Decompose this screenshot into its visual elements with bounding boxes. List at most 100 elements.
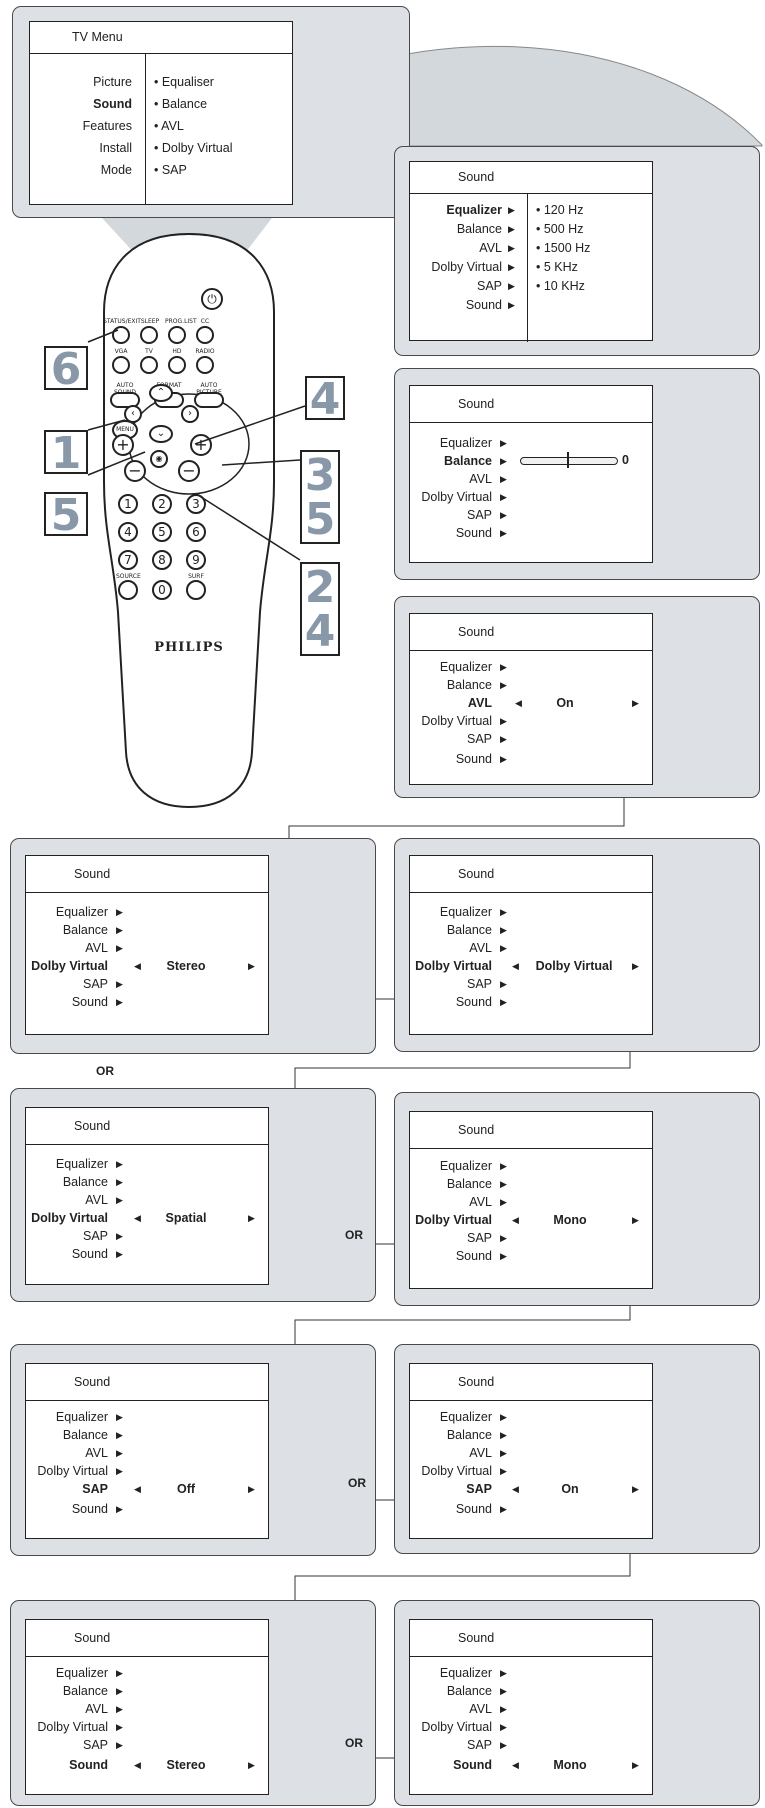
menu-item-sound[interactable]: Sound: [453, 1758, 492, 1772]
menu-item-balance[interactable]: Balance: [62, 1175, 108, 1189]
eq-band-120hz[interactable]: • 120 Hz: [536, 203, 584, 217]
left-arrow-icon[interactable]: ◀: [512, 1215, 519, 1225]
menu-item-avl[interactable]: AVL: [85, 1446, 108, 1460]
menu-item-equalizer[interactable]: Equalizer: [439, 436, 492, 450]
eq-band-500hz[interactable]: • 500 Hz: [536, 222, 584, 236]
digit-1-button[interactable]: 1: [118, 494, 138, 514]
menu-item-equalizer[interactable]: Equalizer: [439, 1159, 492, 1173]
menu-item-dolby-virtual[interactable]: Dolby Virtual: [415, 1213, 492, 1227]
menu-item-dolby-virtual[interactable]: Dolby Virtual: [31, 1211, 108, 1225]
menu-item-equalizer[interactable]: Equalizer: [439, 1666, 492, 1680]
menu-item-sound[interactable]: Sound: [69, 1758, 108, 1772]
right-arrow-icon[interactable]: ▶: [632, 1484, 639, 1494]
right-arrow-icon[interactable]: ▶: [632, 698, 639, 708]
hd-button[interactable]: [168, 356, 186, 374]
menu-item-sap[interactable]: SAP: [82, 1229, 108, 1243]
menu-item-sap[interactable]: SAP: [466, 1738, 492, 1752]
menu-item-dolby-virtual[interactable]: Dolby Virtual: [421, 1720, 492, 1734]
volume-up-button[interactable]: +: [112, 434, 134, 456]
menu-item-mode[interactable]: Mode: [100, 163, 132, 177]
power-button[interactable]: ⏻: [201, 288, 223, 310]
menu-item-equalizer[interactable]: Equalizer: [55, 1410, 108, 1424]
menu-item-sound[interactable]: Sound: [455, 752, 492, 766]
radio-button[interactable]: [196, 356, 214, 374]
menu-item-balance[interactable]: Balance: [62, 1428, 108, 1442]
right-arrow-icon[interactable]: ▶: [632, 961, 639, 971]
menu-item-balance[interactable]: Balance: [446, 678, 492, 692]
menu-item-avl[interactable]: AVL: [85, 1702, 108, 1716]
menu-item-sound[interactable]: Sound: [455, 995, 492, 1009]
menu-item-features[interactable]: Features: [82, 119, 132, 133]
left-arrow-icon[interactable]: ◀: [134, 1760, 141, 1770]
menu-item-sap[interactable]: SAP: [466, 1482, 492, 1496]
menu-item-balance[interactable]: Balance: [456, 222, 502, 236]
cc-button[interactable]: [196, 326, 214, 344]
sleep-button[interactable]: [140, 326, 158, 344]
digit-8-button[interactable]: 8: [152, 550, 172, 570]
menu-item-balance[interactable]: Balance: [444, 454, 492, 468]
menu-item-balance[interactable]: Balance: [446, 923, 492, 937]
menu-item-sap[interactable]: SAP: [466, 977, 492, 991]
right-arrow-icon[interactable]: ▶: [248, 1484, 255, 1494]
menu-item-sap[interactable]: SAP: [476, 279, 502, 293]
left-arrow-icon[interactable]: ◀: [512, 961, 519, 971]
left-arrow-icon[interactable]: ◀: [512, 1760, 519, 1770]
menu-item-avl[interactable]: AVL: [469, 941, 492, 955]
source-button[interactable]: [118, 580, 138, 600]
menu-item-equalizer[interactable]: Equalizer: [439, 905, 492, 919]
menu-item-equalizer[interactable]: Equalizer: [446, 203, 502, 217]
menu-item-dolby-virtual[interactable]: Dolby Virtual: [37, 1464, 108, 1478]
menu-item-sound[interactable]: Sound: [71, 1247, 108, 1261]
menu-item-balance[interactable]: Balance: [446, 1428, 492, 1442]
menu-item-sound[interactable]: Sound: [465, 298, 502, 312]
nav-left-button[interactable]: ‹: [124, 405, 142, 423]
menu-item-balance[interactable]: Balance: [446, 1684, 492, 1698]
menu-item-balance[interactable]: Balance: [62, 923, 108, 937]
menu-item-picture[interactable]: Picture: [93, 75, 132, 89]
nav-right-button[interactable]: ›: [181, 405, 199, 423]
menu-item-avl[interactable]: AVL: [469, 1195, 492, 1209]
digit-0-button[interactable]: 0: [152, 580, 172, 600]
menu-item-dolby-virtual[interactable]: Dolby Virtual: [31, 959, 108, 973]
menu-item-sound[interactable]: Sound: [71, 1502, 108, 1516]
digit-7-button[interactable]: 7: [118, 550, 138, 570]
menu-item-dolby-virtual[interactable]: Dolby Virtual: [421, 714, 492, 728]
menu-item-equalizer[interactable]: Equalizer: [439, 1410, 492, 1424]
menu-item-sound[interactable]: Sound: [93, 97, 132, 111]
digit-4-button[interactable]: 4: [118, 522, 138, 542]
digit-9-button[interactable]: 9: [186, 550, 206, 570]
menu-item-sound[interactable]: Sound: [71, 995, 108, 1009]
menu-item-dolby-virtual[interactable]: Dolby Virtual: [421, 1464, 492, 1478]
menu-item-sap[interactable]: SAP: [82, 1738, 108, 1752]
menu-item-sound[interactable]: Sound: [455, 1502, 492, 1516]
tv-button[interactable]: [140, 356, 158, 374]
menu-item-dolby-virtual[interactable]: Dolby Virtual: [415, 959, 492, 973]
vga-button[interactable]: [112, 356, 130, 374]
left-arrow-icon[interactable]: ◀: [515, 698, 522, 708]
auto-sound-button[interactable]: [110, 392, 140, 408]
menu-item-avl[interactable]: AVL: [467, 696, 492, 710]
auto-picture-button[interactable]: [194, 392, 224, 408]
menu-item-avl[interactable]: AVL: [85, 1193, 108, 1207]
mute-button[interactable]: ◉: [150, 450, 168, 468]
menu-item-install[interactable]: Install: [99, 141, 132, 155]
menu-item-sound[interactable]: Sound: [455, 1249, 492, 1263]
menu-item-avl[interactable]: AVL: [469, 472, 492, 486]
menu-item-avl[interactable]: AVL: [85, 941, 108, 955]
menu-item-avl[interactable]: AVL: [469, 1702, 492, 1716]
menu-item-equalizer[interactable]: Equalizer: [55, 905, 108, 919]
eq-band-10khz[interactable]: • 10 KHz: [536, 279, 585, 293]
nav-down-button[interactable]: ⌄: [149, 425, 173, 443]
digit-3-button[interactable]: 3: [186, 494, 206, 514]
surf-button[interactable]: [186, 580, 206, 600]
digit-2-button[interactable]: 2: [152, 494, 172, 514]
menu-item-sap[interactable]: SAP: [466, 1231, 492, 1245]
menu-item-dolby-virtual[interactable]: Dolby Virtual: [37, 1720, 108, 1734]
left-arrow-icon[interactable]: ◀: [134, 961, 141, 971]
left-arrow-icon[interactable]: ◀: [134, 1484, 141, 1494]
prog-list-button[interactable]: [168, 326, 186, 344]
menu-item-dolby-virtual[interactable]: Dolby Virtual: [431, 260, 502, 274]
digit-6-button[interactable]: 6: [186, 522, 206, 542]
eq-band-5khz[interactable]: • 5 KHz: [536, 260, 578, 274]
menu-item-equalizer[interactable]: Equalizer: [55, 1157, 108, 1171]
